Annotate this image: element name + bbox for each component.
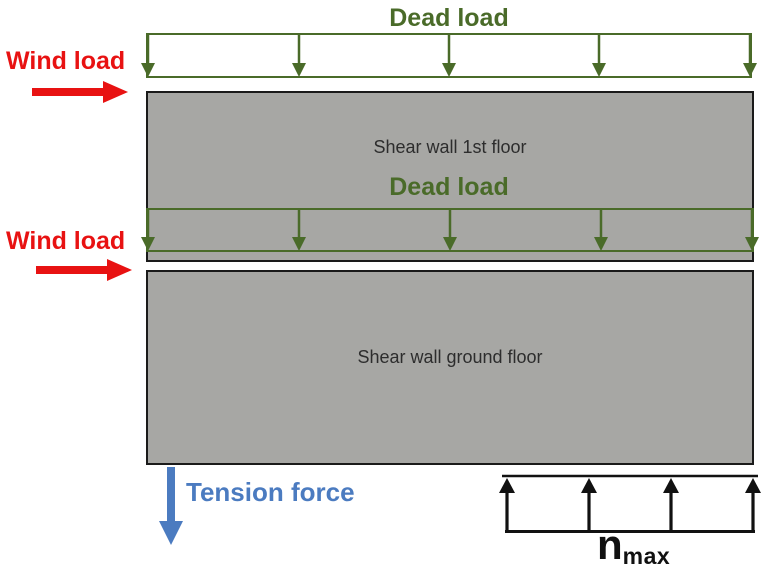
tension-force-label: Tension force <box>186 477 355 507</box>
wind-load-label-upper: Wind load <box>6 47 126 75</box>
wall-ground-floor <box>146 270 754 465</box>
nmax-subscript: max <box>622 543 671 569</box>
dead-load-top-arrows-icon <box>141 33 757 78</box>
nmax-symbol: n <box>597 521 623 568</box>
tension-force-arrow-icon <box>159 467 183 545</box>
wind-load-arrow-lower-icon <box>36 259 132 281</box>
wall-ground-floor-label: Shear wall ground floor <box>357 347 543 367</box>
dead-load-label-top: Dead load <box>389 4 509 32</box>
wind-load-label-lower: Wind load <box>6 227 126 255</box>
nmax-reaction-arrows-icon <box>499 474 761 533</box>
wind-load-arrow-upper-icon <box>32 81 128 103</box>
wall-first-floor-label: Shear wall 1st floor <box>373 137 527 157</box>
dead-load-label-mid: Dead load <box>389 173 509 201</box>
dead-load-mid-arrows-icon <box>141 208 759 252</box>
